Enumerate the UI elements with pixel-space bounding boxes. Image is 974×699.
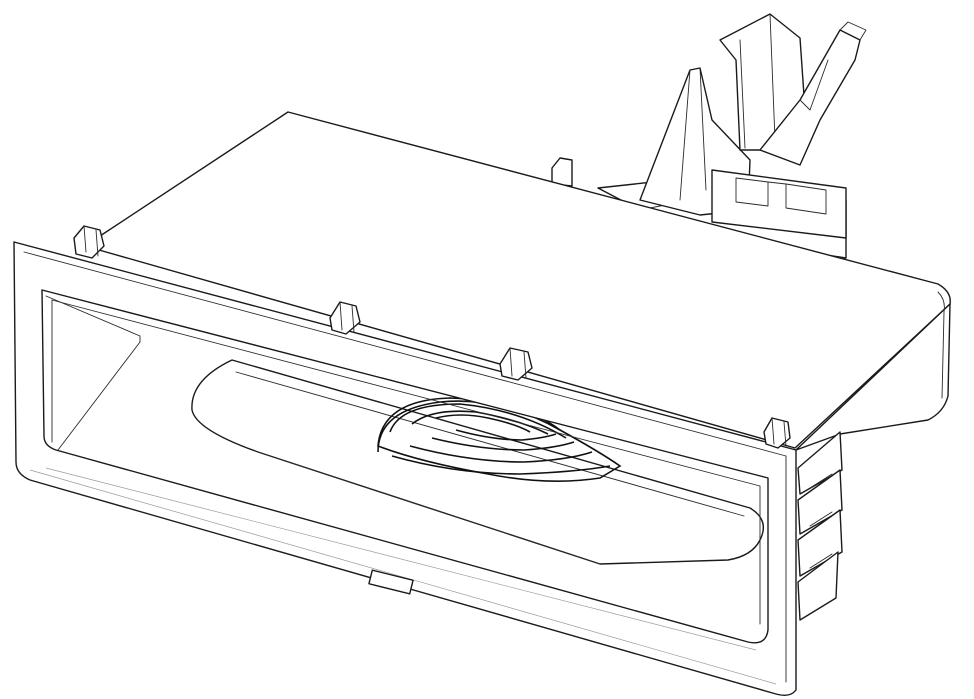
snap-clip-2 bbox=[329, 301, 361, 335]
rear-mechanism bbox=[551, 13, 867, 259]
front-bezel bbox=[13, 241, 797, 697]
snap-clip-1 bbox=[73, 225, 105, 259]
label-slot bbox=[368, 569, 414, 595]
box-top-surface bbox=[91, 111, 951, 449]
side-bracket bbox=[797, 431, 843, 621]
box-right-side bbox=[795, 303, 951, 451]
interior bbox=[45, 295, 764, 565]
snap-clip-3 bbox=[499, 347, 533, 381]
snap-clip-4 bbox=[763, 417, 791, 449]
